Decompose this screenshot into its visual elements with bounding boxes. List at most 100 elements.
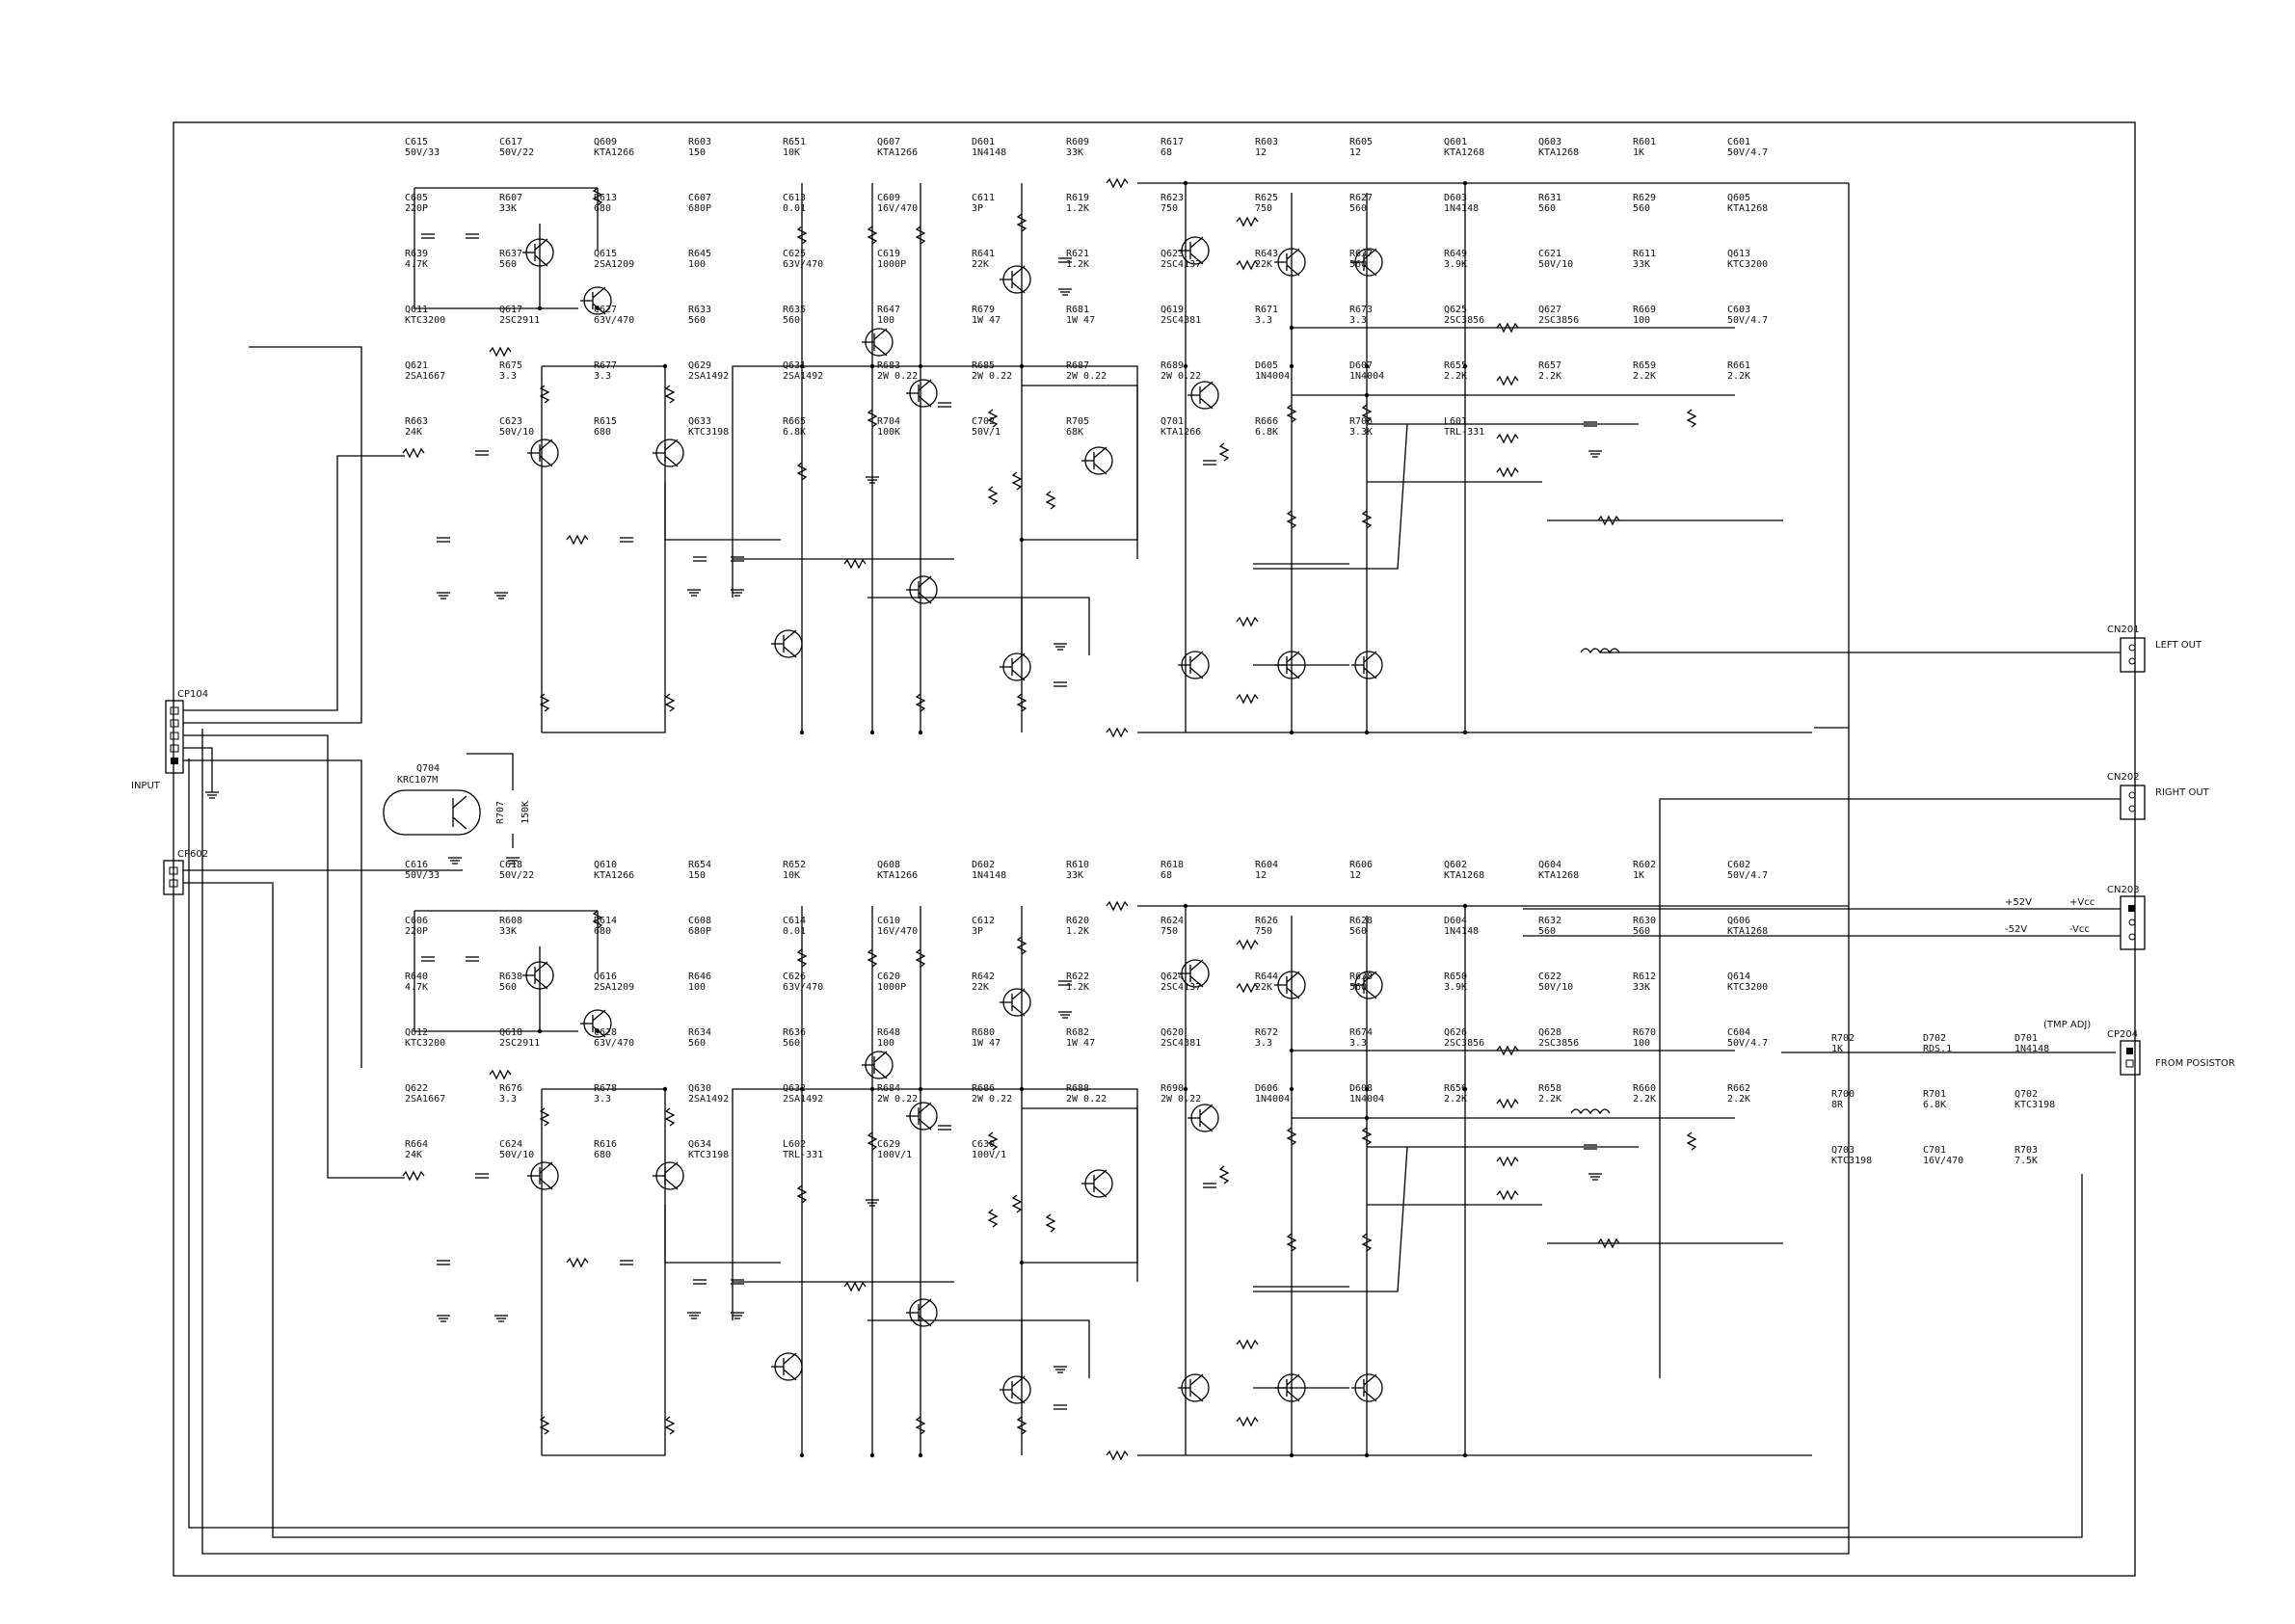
upper-part-ref-39: R643 [1255,249,1278,259]
upper-part-ref-86: L601 [1444,416,1467,427]
upper-part-val-58: 100 [1633,315,1650,326]
lower-part-val-23: 750 [1161,926,1178,937]
upper-part-val-59: 50V/4.7 [1727,315,1768,326]
upper-junction-20 [1462,180,1468,186]
lower-part-ref-4: R652 [783,860,806,870]
upper-part-val-61: 3.3 [499,371,517,382]
upper-part-val-55: 3.3 [1349,315,1367,326]
lower-part-val-2: KTA1266 [594,870,634,881]
upper-part-ref-44: Q613 [1727,249,1750,259]
upper-resistor-h-0 [489,346,512,358]
upper-part-val-46: 2SC2911 [499,315,540,326]
upper-resistor-v-19 [987,486,999,505]
lower-resistor-h-7 [1236,982,1259,994]
upper-resistor-v-18 [987,409,999,428]
lower-ground-3 [731,1312,744,1319]
upper-part-val-24: 750 [1255,203,1272,214]
upper-part-ref-61: R675 [499,360,522,371]
lower-part-val-34: 63V/470 [783,982,823,993]
lower-part-ref-13: R602 [1633,860,1656,870]
lower-part-ref-75: R664 [405,1139,428,1150]
lower-wire-4 [542,1088,666,1456]
lower-resistor-h-10 [1496,1045,1519,1056]
upper-part-ref-55: R673 [1349,305,1373,315]
lower-part-val-9: 12 [1255,870,1267,881]
upper-part-ref-42: C621 [1538,249,1561,259]
lower-part-val-66: 2W 0.22 [972,1094,1012,1105]
upper-transistor-17 [1188,381,1219,410]
lower-resistor-v-7 [915,948,926,968]
bus-wire-2 [188,759,1849,1529]
upper-part-val-50: 100 [877,315,894,326]
upper-part-ref-81: C702 [972,416,995,427]
lower-part-val-17: 680 [594,926,611,937]
posistor-part-val-7: 16V/470 [1923,1156,1963,1166]
lower-part-ref-53: Q620 [1161,1027,1184,1038]
upper-part-val-36: 22K [972,259,989,270]
upper-part-ref-23: R623 [1161,193,1184,203]
lower-part-val-62: 3.3 [594,1094,611,1105]
upper-part-ref-49: R635 [783,305,806,315]
lower-part-val-12: KTA1268 [1538,870,1579,881]
pvcc-label: +Vcc [2069,897,2095,908]
lower-part-ref-9: R604 [1255,860,1278,870]
posistor-part-ref-2: D701 [2015,1033,2038,1044]
lower-part-val-78: KTC3198 [688,1150,729,1160]
upper-part-val-85: 3.3K [1349,427,1373,438]
lower-junction-8 [1289,1086,1294,1092]
upper-part-ref-51: R679 [972,305,995,315]
lower-part-val-57: 2SC3856 [1538,1038,1579,1049]
upper-resistor-v-0 [592,187,603,206]
upper-junction-19 [1364,392,1370,398]
upper-part-val-63: 2SA1492 [688,371,729,382]
upper-part-val-53: 2SC4381 [1161,315,1201,326]
upper-transistor-5 [906,379,938,408]
lower-part-ref-5: Q608 [877,860,900,870]
lower-channel-wiring [414,905,1849,1456]
upper-resistor-h-1 [402,447,425,459]
lower-resistor-h-13 [1496,1189,1519,1201]
upper-part-val-41: 3.9K [1444,259,1467,270]
lower-part-ref-63: Q630 [688,1083,711,1094]
lower-part-val-27: 560 [1538,926,1556,937]
upper-wire-28 [867,597,1090,655]
upper-part-ref-6: D601 [972,137,995,147]
lower-part-ref-14: C602 [1727,860,1750,870]
lower-capacitor-0 [421,956,435,962]
cn202-label: CN202 [2107,772,2140,783]
upper-part-ref-52: R681 [1066,305,1089,315]
upper-part-ref-63: Q629 [688,360,711,371]
lower-part-ref-54: R672 [1255,1027,1278,1038]
upper-part-val-18: 680P [688,203,711,214]
lower-part-ref-52: R682 [1066,1027,1089,1038]
lower-part-ref-3: R654 [688,860,711,870]
upper-part-ref-67: R687 [1066,360,1089,371]
lower-capacitor-3 [620,1260,633,1265]
upper-part-ref-12: Q603 [1538,137,1561,147]
upper-part-ref-80: R704 [877,416,900,427]
upper-part-ref-9: R603 [1255,137,1278,147]
lower-part-val-5: KTA1266 [877,870,918,881]
lower-part-ref-65: R684 [877,1083,900,1094]
lower-part-ref-18: C608 [688,916,711,926]
upper-resistor-v-1 [539,385,550,404]
upper-transistor-3 [653,439,684,467]
upper-resistor-h-10 [1496,322,1519,333]
upper-part-val-52: 1W 47 [1066,315,1095,326]
upper-part-val-3: 150 [688,147,706,158]
upper-part-ref-59: C603 [1727,305,1750,315]
upper-part-ref-25: R627 [1349,193,1373,203]
outer-bus-frame [173,121,2136,1577]
lower-part-ref-28: R630 [1633,916,1656,926]
upper-part-ref-15: C605 [405,193,428,203]
upper-part-val-75: 24K [405,427,422,438]
lower-part-val-54: 3.3 [1255,1038,1272,1049]
right-out-label: RIGHT OUT [2155,787,2210,798]
upper-transistor-16 [1351,651,1383,679]
upper-part-val-65: 2W 0.22 [877,371,918,382]
lower-resistor-h-14 [1597,1238,1620,1249]
upper-resistor-h-13 [1496,466,1519,478]
lower-junction-11 [1019,1260,1025,1265]
upper-part-val-7: 33K [1066,147,1083,158]
lower-part-val-29: KTA1268 [1727,926,1768,937]
